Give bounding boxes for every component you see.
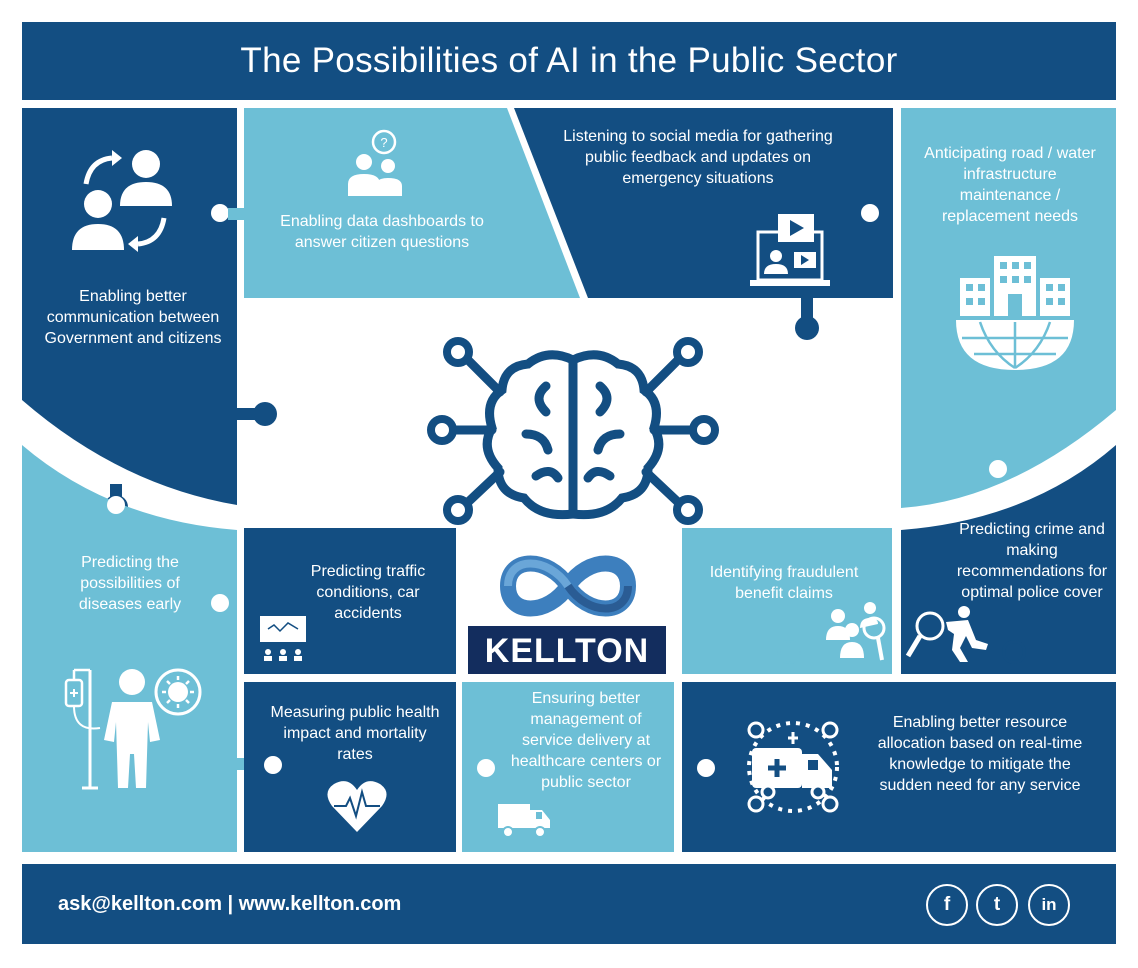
label-crime: Predicting crime and making recommendati…: [956, 521, 1108, 601]
twitter-icon[interactable]: t: [976, 884, 1018, 926]
socket: [211, 204, 229, 222]
label-fraud: Identifying fraudulent benefit claims: [709, 564, 859, 602]
socket-neck: [228, 208, 246, 220]
facebook-icon[interactable]: f: [926, 884, 968, 926]
label-dashboards: Enabling data dashboards to answer citiz…: [280, 213, 484, 251]
footer-bar: ask@kellton.com | www.kellton.com f t in: [22, 864, 1116, 944]
running-person-magnifier-icon: [905, 606, 988, 662]
kellton-logo-icon: [499, 555, 637, 617]
piece-traffic: [244, 528, 456, 674]
knob: [795, 316, 819, 340]
header-bar: The Possibilities of AI in the Public Se…: [22, 22, 1116, 100]
socket: [861, 204, 879, 222]
svg-text:?: ?: [380, 135, 387, 150]
label-service-delivery: Ensuring better management of service de…: [510, 690, 662, 791]
socket: [211, 594, 229, 612]
knob: [780, 642, 800, 662]
kellton-logo-text: KELLTON: [468, 626, 666, 674]
label-public-health: Measuring public health impact and morta…: [270, 704, 440, 763]
knob-neck: [236, 408, 258, 420]
socket: [477, 759, 495, 777]
people-question-icon: ?: [348, 129, 402, 196]
city-globe-icon: [956, 256, 1074, 370]
label-resource-allocation: Enabling better resource allocation base…: [877, 714, 1083, 794]
video-monitor-icon: [750, 214, 830, 286]
label-infrastructure: Anticipating road / water infrastructure…: [924, 145, 1096, 225]
socket: [989, 460, 1007, 478]
ambulance-cycle-icon: [747, 721, 839, 813]
magnifier-people-icon: [826, 602, 886, 661]
socket: [697, 759, 715, 777]
socket: [264, 756, 282, 774]
label-diseases: Predicting the possibilities of diseases…: [78, 554, 182, 613]
knob-neck: [801, 296, 813, 320]
patient-iv-virus-icon: [64, 668, 202, 790]
footer-contact[interactable]: ask@kellton.com | www.kellton.com: [58, 893, 402, 915]
heart-pulse-icon: [327, 781, 387, 832]
label-communication: Enabling better communication between Go…: [44, 288, 222, 347]
brain-network-icon: [427, 337, 719, 525]
label-traffic: Predicting traffic conditions, car accid…: [310, 563, 426, 622]
people-exchange-icon: [72, 150, 172, 252]
delivery-truck-icon: [498, 804, 550, 838]
linkedin-icon[interactable]: in: [1028, 884, 1070, 926]
socket: [107, 496, 125, 514]
label-social-media: Listening to social media for gathering …: [563, 128, 833, 187]
piece-service-delivery: [462, 682, 674, 852]
page-title: The Possibilities of AI in the Public Se…: [240, 41, 898, 80]
presentation-board-icon: [260, 616, 306, 661]
knob: [1005, 643, 1023, 661]
